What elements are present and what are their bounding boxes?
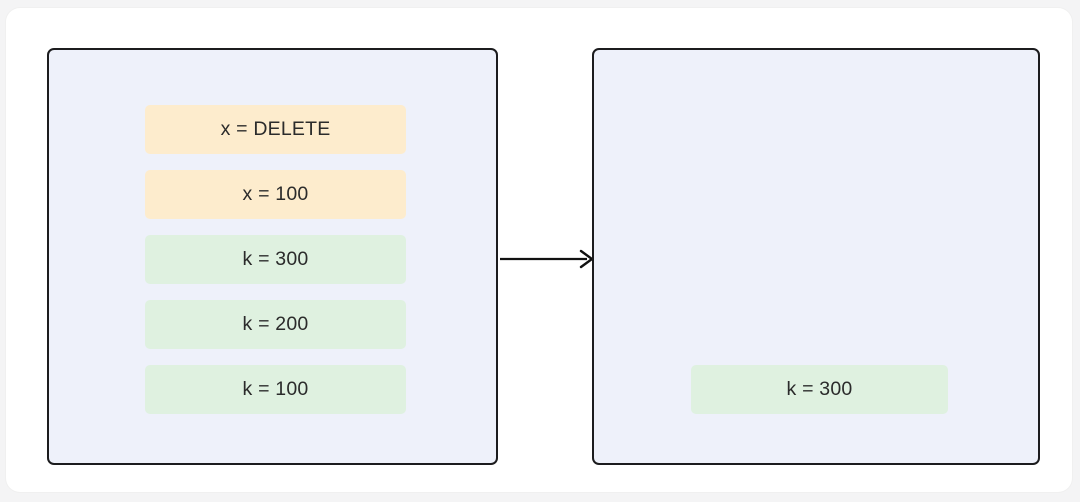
- before-state-box: x = DELETE x = 100 k = 300 k = 200 k = 1…: [47, 48, 498, 465]
- flow-arrow: [499, 246, 595, 272]
- arrow-right-icon: [500, 249, 595, 269]
- after-state-box: k = 300: [592, 48, 1040, 465]
- diagram-canvas: x = DELETE x = 100 k = 300 k = 200 k = 1…: [6, 8, 1072, 492]
- entry-chip: x = 100: [145, 170, 406, 219]
- entry-chip: x = DELETE: [145, 105, 406, 154]
- entry-chip: k = 300: [691, 365, 948, 414]
- entry-chip: k = 200: [145, 300, 406, 349]
- entry-chip: k = 100: [145, 365, 406, 414]
- entry-chip: k = 300: [145, 235, 406, 284]
